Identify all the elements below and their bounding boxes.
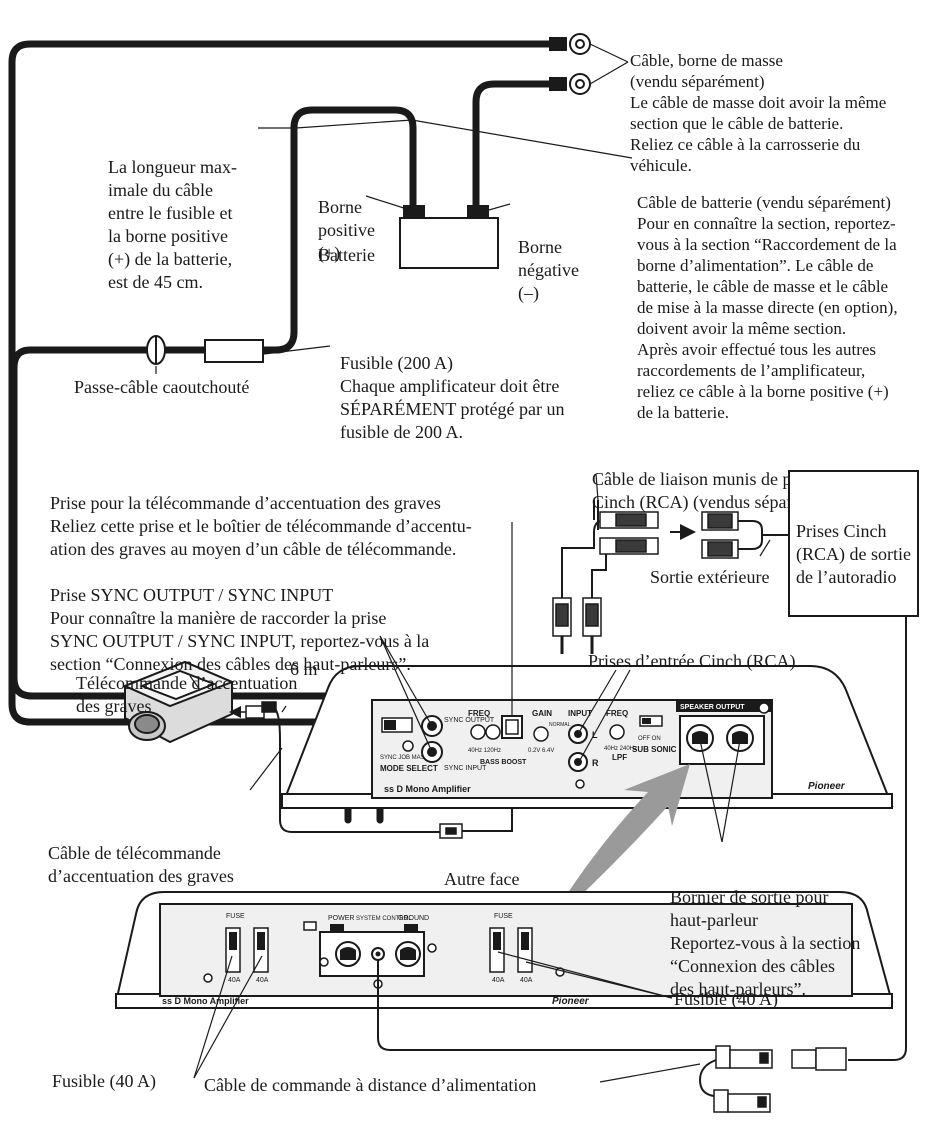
- gain-label: GAIN: [532, 709, 552, 718]
- length-6m-label: 6 m: [290, 659, 318, 679]
- fuse-40a-right-label: Fusible (40 A): [674, 989, 779, 1009]
- bass-remote-plug: [245, 701, 277, 719]
- right-fuse-rating-b: 40A: [520, 977, 533, 984]
- amplifier-back-view: SYNC JOB MASTER MODE SELECT SYNC OUTPUT …: [280, 665, 894, 809]
- power-label: POWER: [328, 915, 354, 922]
- lpf-freq-label: FREQ: [606, 709, 628, 718]
- right-fuse-rating-a: 40A: [492, 977, 505, 984]
- input-label: INPUT: [568, 709, 592, 718]
- sync-output-label: SYNC OUTPUT: [444, 717, 495, 724]
- left-fuse-rating-a: 40A: [228, 977, 241, 984]
- speaker-output-label: SPEAKER OUTPUT: [680, 704, 745, 711]
- fuse-40a-left-label: Fusible (40 A): [52, 1071, 157, 1091]
- battery-cable-note: Câble de batterie (vendu séparément)Pour…: [637, 193, 898, 422]
- external-output-label: Sortie extérieure: [650, 567, 770, 587]
- front-brand-line: ss D Mono Amplifier: [162, 996, 249, 1006]
- remote-power-cable: [377, 960, 716, 1051]
- battery: [399, 205, 499, 269]
- input-l-label: L: [592, 730, 598, 740]
- rca-inputs-label: Prises d’entrée Cinch (RCA): [588, 651, 796, 671]
- rubber-grommet: [146, 335, 166, 365]
- sub-sonic-label: SUB SONIC: [632, 745, 677, 754]
- remote-plug-female-2: [713, 1089, 771, 1113]
- lpf-range: 40Hz 240Hz: [604, 746, 637, 752]
- input-r-label: R: [592, 758, 599, 768]
- ground-label: GROUND: [398, 915, 429, 922]
- rca-plug-pair-right: [701, 511, 739, 559]
- fuse-200a-note: Fusible (200 A)Chaque amplificateur doit…: [340, 353, 565, 442]
- bass-freq-range: 40Hz 120Hz: [468, 748, 501, 754]
- bass-remote-jack-note: Prise pour la télécommande d’accentuatio…: [50, 493, 472, 559]
- sub-sonic-options: OFF ON: [638, 736, 661, 742]
- left-fuse-word: FUSE: [226, 913, 245, 920]
- sync-input-label: SYNC INPUT: [444, 765, 487, 772]
- mode-select-label: MODE SELECT: [380, 764, 438, 773]
- bass-freq-label: FREQ: [468, 709, 490, 718]
- left-fuse-rating-b: 40A: [256, 977, 269, 984]
- remote-plug-female-1: [715, 1045, 773, 1069]
- grommet-label: Passe-câble caoutchouté: [74, 377, 250, 397]
- rca-plug-pair-left: [599, 511, 659, 555]
- bass-boost-label: BASS BOOST: [480, 759, 527, 766]
- ground-lug-upper: [549, 33, 591, 55]
- system-control-label: SYSTEM CONTROL: [356, 916, 412, 922]
- battery-label: Batterie: [318, 245, 375, 265]
- lpf-label: LPF: [612, 753, 627, 762]
- amplifier-front-view: FUSE 40A 40A POWER SYSTEM CONTROL GROUND…: [114, 891, 894, 1009]
- ground-cable-note: Câble, borne de masse(vendu séparément)L…: [630, 51, 887, 175]
- remote-plug-male: [791, 1047, 847, 1071]
- fuse-200a-holder: [204, 339, 264, 363]
- bass-remote-cable-thin: [273, 707, 440, 833]
- other-side-label: Autre face: [444, 869, 520, 889]
- right-fuse-word: FUSE: [494, 913, 513, 920]
- battery-negative-cable: [472, 80, 556, 212]
- bass-remote-box: [122, 660, 235, 744]
- gain-range: 0.2V 6.4V: [528, 748, 554, 754]
- bass-cable-plug: [439, 823, 463, 839]
- other-side-arrow: [546, 764, 690, 928]
- rca-vertical-plugs: [552, 597, 602, 654]
- mode-select-options: SYNC JOB MASTER: [380, 755, 437, 761]
- ground-lug-lower: [549, 73, 591, 95]
- back-brand-line: ss D Mono Amplifier: [384, 784, 471, 794]
- gain-normal-label: NORMAL: [549, 722, 571, 728]
- front-pioneer-logo: Pioneer: [552, 996, 590, 1007]
- back-pioneer-logo: Pioneer: [808, 781, 846, 792]
- remote-cable-label: Câble de commande à distance d’alimentat…: [204, 1075, 537, 1095]
